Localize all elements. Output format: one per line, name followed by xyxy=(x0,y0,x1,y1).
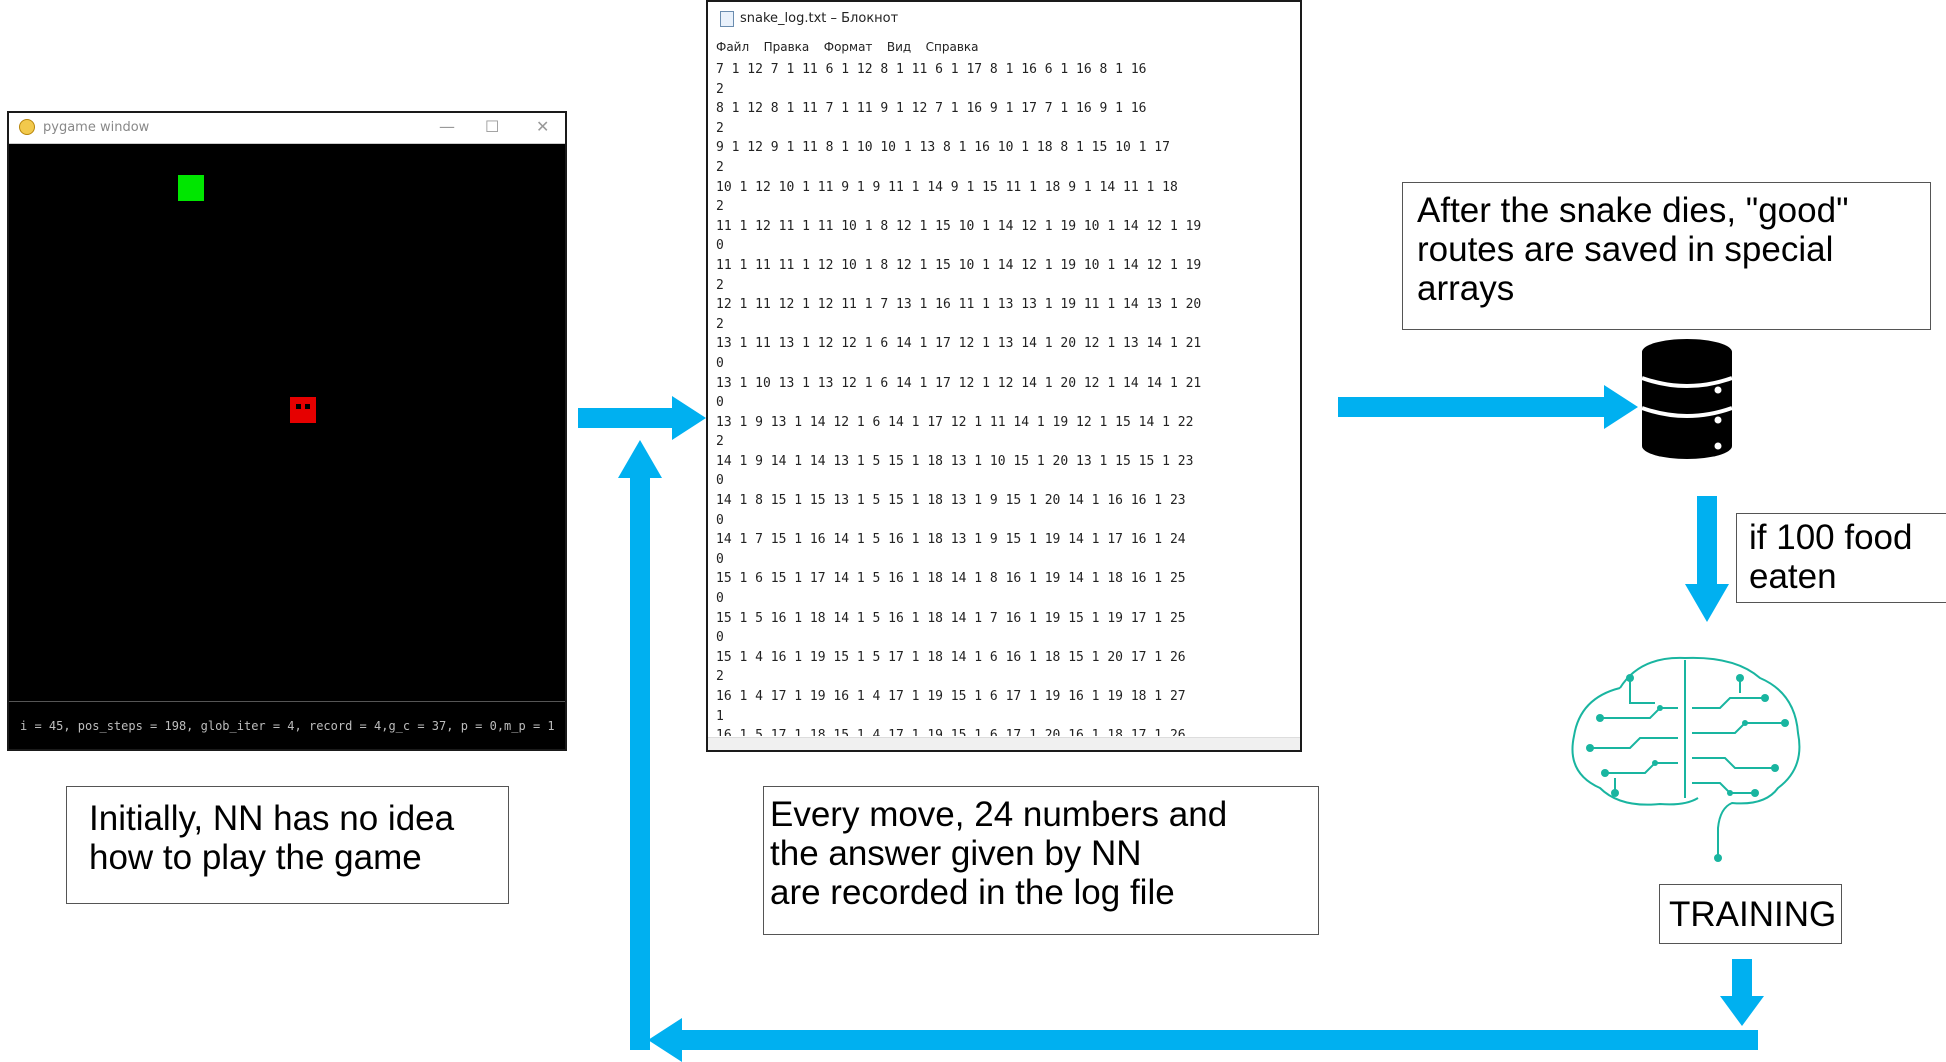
after-dies-line-1: After the snake dies, "good" xyxy=(1417,191,1849,230)
menu-format[interactable]: Формат xyxy=(823,40,873,54)
training-box: TRAINING xyxy=(1659,884,1842,944)
arrow-training-down-shaft xyxy=(1732,959,1752,999)
food-condition-line-2: eaten xyxy=(1749,557,1837,596)
snake-head xyxy=(290,397,316,423)
log-line: 16 1 5 17 1 18 15 1 4 17 1 19 15 1 6 17 … xyxy=(716,728,1186,736)
log-line: 15 1 5 16 1 18 14 1 5 16 1 18 14 1 7 16 … xyxy=(716,610,1186,626)
log-line: 2 xyxy=(716,316,724,332)
log-line: 13 1 10 13 1 13 12 1 6 14 1 17 12 1 12 1… xyxy=(716,375,1202,391)
log-line: 0 xyxy=(716,591,724,607)
log-line: 2 xyxy=(716,81,724,97)
pygame-window: pygame window — ☐ ✕ i = 45, pos_steps = … xyxy=(7,111,567,751)
pygame-title: pygame window xyxy=(43,120,150,135)
food-condition-box: if 100 food eaten xyxy=(1736,513,1946,603)
arrow-db-to-brain-head xyxy=(1685,584,1729,622)
arrow-return-vertical-head xyxy=(618,440,662,478)
log-line: 8 1 12 8 1 11 7 1 11 9 1 12 7 1 16 9 1 1… xyxy=(716,101,1147,117)
database-icon xyxy=(1641,339,1733,459)
log-text-area[interactable]: 7 1 12 7 1 11 6 1 12 8 1 11 6 1 17 8 1 1… xyxy=(716,60,1294,736)
arrow-return-bottom-shaft xyxy=(680,1030,1758,1050)
game-status-text: i = 45, pos_steps = 198, glob_iter = 4, … xyxy=(20,719,555,733)
log-line: 2 xyxy=(716,277,724,293)
log-line: 0 xyxy=(716,551,724,567)
every-move-line-2: the answer given by NN xyxy=(770,834,1142,873)
log-line: 16 1 4 17 1 19 16 1 4 17 1 19 15 1 6 17 … xyxy=(716,689,1186,704)
food-square xyxy=(178,175,204,201)
menu-help[interactable]: Справка xyxy=(925,40,979,54)
log-line: 1 xyxy=(716,708,724,724)
snake-eye-right xyxy=(305,404,310,409)
arrow-game-to-log-shaft xyxy=(578,408,676,428)
log-line: 2 xyxy=(716,199,724,215)
log-line: 11 1 11 11 1 12 10 1 8 12 1 15 10 1 14 1… xyxy=(716,257,1202,273)
food-condition-line-1: if 100 food xyxy=(1749,518,1913,557)
after-dies-line-3: arrays xyxy=(1417,269,1515,308)
log-line: 2 xyxy=(716,434,724,450)
log-line: 15 1 6 15 1 17 14 1 5 16 1 18 14 1 8 16 … xyxy=(716,571,1186,587)
maximize-icon[interactable]: ☐ xyxy=(485,117,500,136)
log-line: 14 1 8 15 1 15 13 1 5 15 1 18 13 1 9 15 … xyxy=(716,493,1186,509)
notepad-file-icon xyxy=(720,11,734,27)
minimize-icon[interactable]: — xyxy=(439,117,455,136)
every-move-line-3: are recorded in the log file xyxy=(770,873,1175,912)
pygame-titlebar: pygame window — ☐ ✕ xyxy=(9,113,565,144)
snake-eye-left xyxy=(296,404,301,409)
arrow-db-to-brain-shaft xyxy=(1697,496,1717,588)
log-line: 12 1 11 12 1 12 11 1 7 13 1 16 11 1 13 1… xyxy=(716,297,1202,313)
log-line: 0 xyxy=(716,630,724,646)
status-divider xyxy=(9,701,565,702)
log-line: 7 1 12 7 1 11 6 1 12 8 1 11 6 1 17 8 1 1… xyxy=(716,62,1147,77)
close-icon[interactable]: ✕ xyxy=(536,117,550,136)
initial-state-box: Initially, NN has no idea how to play th… xyxy=(66,786,509,904)
log-line: 13 1 11 13 1 12 12 1 6 14 1 17 12 1 13 1… xyxy=(716,336,1202,352)
log-line: 10 1 12 10 1 11 9 1 9 11 1 14 9 1 15 11 … xyxy=(716,179,1178,195)
arrow-return-vertical-shaft xyxy=(630,476,650,1050)
log-line: 0 xyxy=(716,512,724,528)
notepad-menubar: Файл Правка Формат Вид Справка xyxy=(716,38,989,56)
after-dies-box: After the snake dies, "good" routes are … xyxy=(1402,182,1931,330)
menu-edit[interactable]: Правка xyxy=(763,40,810,54)
log-line: 0 xyxy=(716,238,724,254)
initial-line-1: Initially, NN has no idea xyxy=(89,799,455,838)
after-dies-line-2: routes are saved in special xyxy=(1417,230,1834,269)
arrow-game-to-log-head xyxy=(672,396,706,440)
brain-circuit-icon xyxy=(1571,656,1801,862)
horizontal-scrollbar[interactable] xyxy=(708,737,1300,750)
log-line: 14 1 7 15 1 16 14 1 5 16 1 18 13 1 9 15 … xyxy=(716,532,1186,548)
initial-line-2: how to play the game xyxy=(89,838,422,877)
log-line: 11 1 12 11 1 11 10 1 8 12 1 15 10 1 14 1… xyxy=(716,218,1202,234)
arrow-log-to-db-shaft xyxy=(1338,397,1608,417)
log-line: 14 1 9 14 1 14 13 1 5 15 1 18 13 1 10 15… xyxy=(716,453,1194,469)
pygame-logo-icon xyxy=(19,119,35,135)
notepad-title: snake_log.txt – Блокнот xyxy=(740,11,899,26)
arrow-log-to-db-head xyxy=(1604,385,1638,429)
log-line: 13 1 9 13 1 14 12 1 6 14 1 17 12 1 11 14… xyxy=(716,414,1194,430)
arrow-training-down-head xyxy=(1720,996,1764,1026)
log-line: 0 xyxy=(716,355,724,371)
log-line: 15 1 4 16 1 19 15 1 5 17 1 18 14 1 6 16 … xyxy=(716,649,1186,665)
log-line: 0 xyxy=(716,473,724,489)
arrow-return-bottom-head xyxy=(648,1018,682,1062)
menu-file[interactable]: Файл xyxy=(716,40,750,54)
log-line: 0 xyxy=(716,395,724,411)
notepad-window: snake_log.txt – Блокнот Файл Правка Форм… xyxy=(706,0,1302,752)
menu-view[interactable]: Вид xyxy=(886,40,912,54)
log-line: 9 1 12 9 1 11 8 1 10 10 1 13 8 1 16 10 1… xyxy=(716,140,1170,156)
log-line: 2 xyxy=(716,159,724,175)
log-line: 2 xyxy=(716,120,724,136)
log-line: 2 xyxy=(716,669,724,685)
every-move-line-1: Every move, 24 numbers and xyxy=(770,795,1228,834)
every-move-box: Every move, 24 numbers and the answer gi… xyxy=(763,786,1319,935)
training-label: TRAINING xyxy=(1669,895,1837,934)
